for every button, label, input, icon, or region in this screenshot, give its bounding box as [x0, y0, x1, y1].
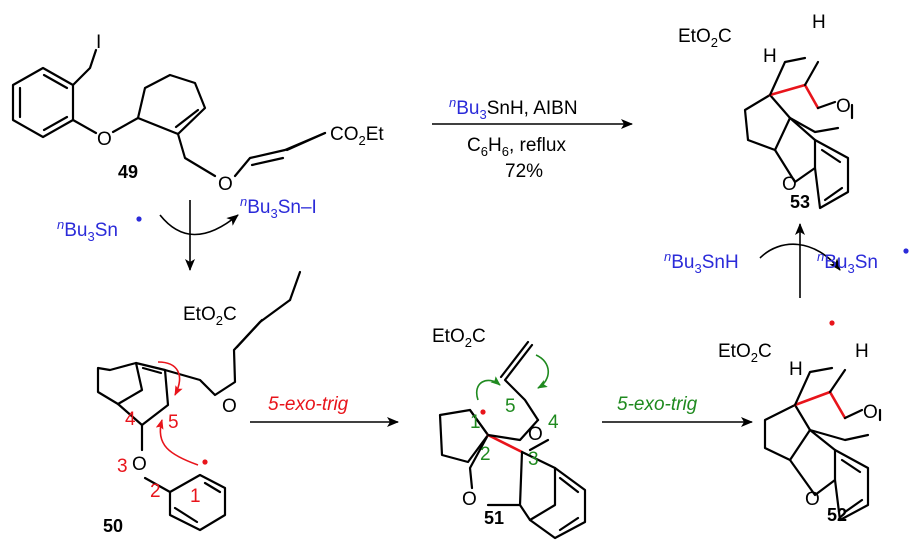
reagent-condition: nBu3SnH, AIBN: [449, 95, 578, 122]
ester-group-50: EtO2C: [183, 304, 237, 328]
compound-number-50: 50: [103, 516, 123, 536]
locant-2-51: 2: [480, 444, 491, 465]
locant-5-50: 5: [168, 412, 179, 433]
ester-group-51: EtO2C: [432, 326, 486, 350]
furan-oxygen-53: O: [782, 174, 797, 195]
locant-3-50: 3: [117, 456, 128, 477]
h-atom-53a: H: [763, 46, 777, 67]
tin-radical-regenerated-label: nBu3Sn: [817, 249, 878, 276]
tin-hydride-label: nBu3SnH: [664, 249, 739, 276]
first-cyclization: 5-exo-trig: [250, 394, 399, 427]
tin-propagation-step: nBu3SnH nBu3Sn: [664, 223, 909, 298]
h-atom-53b: H: [812, 12, 826, 33]
locant-4-50: 4: [125, 409, 136, 430]
main-reaction: nBu3SnH, AIBN C6H6, reflux 72%: [432, 95, 633, 182]
enol-ether-oxygen-51: O: [528, 424, 543, 445]
solvent-condition: C6H6, reflux: [467, 135, 566, 159]
aryl-ether-oxygen: O: [97, 129, 112, 150]
second-cyclization: 5-exo-trig: [602, 394, 753, 427]
h-atom-52a: H: [789, 359, 803, 380]
locant-1-51: 1: [470, 412, 481, 433]
locant-3-51: 3: [528, 449, 539, 470]
compound-51: EtO2C O O 1 2 3 4 5 51: [432, 326, 587, 540]
furan-oxygen-52: O: [805, 489, 820, 510]
alkyl-radical-dot-52: [829, 320, 835, 326]
tin-iodide-label: nBu3Sn–I: [240, 194, 317, 221]
enol-ether-oxygen: O: [218, 174, 233, 195]
compound-number-52: 52: [827, 505, 847, 525]
locant-1-50: 1: [190, 486, 201, 507]
enol-ether-oxygen-50: O: [222, 396, 237, 417]
alkyl-radical-dot-51: [480, 409, 486, 415]
compound-53: EtO2C H H O O 53: [678, 12, 854, 212]
tin-radical-dot-right: [903, 248, 909, 254]
second-cyclization-label: 5-exo-trig: [617, 394, 698, 415]
furan-oxygen-51: O: [462, 489, 477, 510]
compound-49: I O O CO2Et 49: [11, 32, 384, 195]
first-cyclization-label: 5-exo-trig: [268, 394, 349, 415]
tin-radical-dot: [136, 216, 142, 222]
locant-2-50: 2: [150, 481, 161, 502]
aryl-radical-dot: [202, 459, 208, 465]
compound-number-53: 53: [790, 192, 810, 212]
h-atom-52b: H: [855, 341, 869, 362]
locant-5-51: 5: [505, 396, 516, 417]
locant-4-51: 4: [548, 412, 559, 433]
ester-group-49: CO2Et: [330, 124, 384, 148]
compound-50: EtO2C O O 1 2 3 4 5 50: [96, 270, 302, 536]
thf-oxygen-52: O: [863, 402, 878, 423]
iodo-label: I: [96, 32, 101, 53]
tin-radical-label: nBu3Sn: [57, 217, 118, 244]
compound-number-49: 49: [118, 162, 138, 182]
compound-52: EtO2C H H O O 52: [718, 320, 882, 525]
ester-group-52: EtO2C: [718, 341, 772, 365]
aryl-ether-oxygen-50: O: [132, 454, 147, 475]
tin-initiation-step: nBu3Sn nBu3Sn–I: [57, 194, 317, 271]
ester-group-53: EtO2C: [678, 26, 732, 50]
thf-oxygen-53: O: [836, 96, 851, 117]
yield-label: 72%: [505, 161, 543, 182]
compound-number-51: 51: [484, 508, 504, 528]
